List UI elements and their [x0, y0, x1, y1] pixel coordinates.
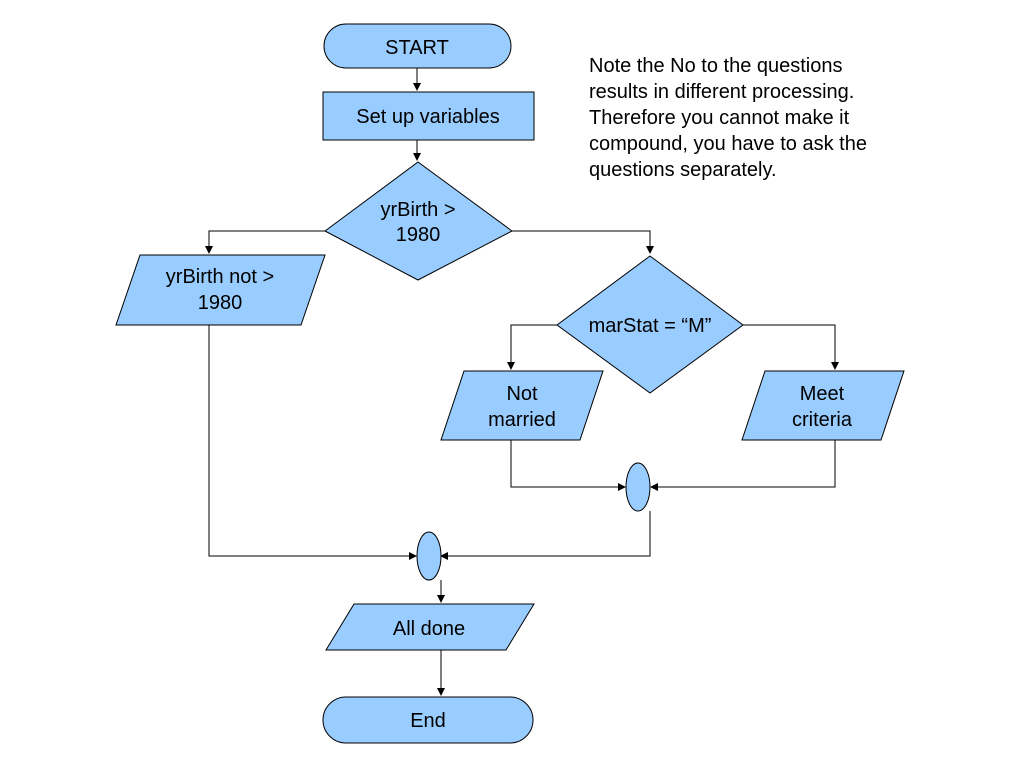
- all-done-label: All done: [393, 618, 465, 640]
- connector-decision-to-not-gt: [205, 230, 325, 254]
- setup-process: Set up variables: [322, 91, 535, 141]
- connector-marstat-to-not-married: [507, 324, 557, 370]
- connector-marstat-to-meet: [743, 324, 839, 370]
- decision-marstat: marStat = “M”: [556, 255, 744, 394]
- not-gt-output: yrBirth not > 1980: [115, 254, 326, 326]
- connector-not-gt-to-final-merge: [208, 325, 417, 560]
- not-married-output: Not married: [440, 370, 604, 441]
- setup-label: Set up variables: [356, 106, 499, 128]
- meet-criteria-line1: Meet: [800, 383, 845, 405]
- decision-birth: yrBirth > 1980: [324, 161, 513, 281]
- merge-connector-inner: [625, 462, 651, 512]
- start-label: START: [385, 37, 449, 59]
- all-done-output: All done: [325, 603, 535, 651]
- note-line: compound, you have to ask the: [589, 133, 867, 155]
- not-gt-line1: yrBirth not >: [166, 266, 274, 288]
- not-married-line1: Not: [506, 383, 538, 405]
- meet-criteria-output: Meet criteria: [741, 370, 905, 441]
- not-gt-line2: 1980: [198, 292, 243, 314]
- start-terminator: START: [323, 23, 512, 69]
- decision-marstat-label: marStat = “M”: [589, 315, 712, 337]
- connector-decision-to-marstat: [512, 230, 654, 254]
- connector-merge-to-final-merge: [440, 511, 651, 560]
- note-line: questions separately.: [589, 159, 777, 181]
- connector-meet-to-merge: [650, 440, 836, 491]
- not-married-line2: married: [488, 409, 556, 431]
- explanation-note: Note the No to the questions results in …: [589, 53, 929, 183]
- meet-criteria-line2: criteria: [792, 409, 853, 431]
- decision-birth-line2: 1980: [396, 224, 441, 246]
- decision-birth-line1: yrBirth >: [380, 199, 455, 221]
- merge-connector-outer: [416, 531, 442, 581]
- connector-not-married-to-merge: [510, 440, 626, 491]
- note-line: results in different processing.: [589, 81, 855, 103]
- note-line: Therefore you cannot make it: [589, 107, 850, 129]
- end-terminator: End: [322, 696, 534, 744]
- connectors: [205, 68, 839, 696]
- note-line: Note the No to the questions: [589, 55, 843, 77]
- end-label: End: [410, 710, 446, 732]
